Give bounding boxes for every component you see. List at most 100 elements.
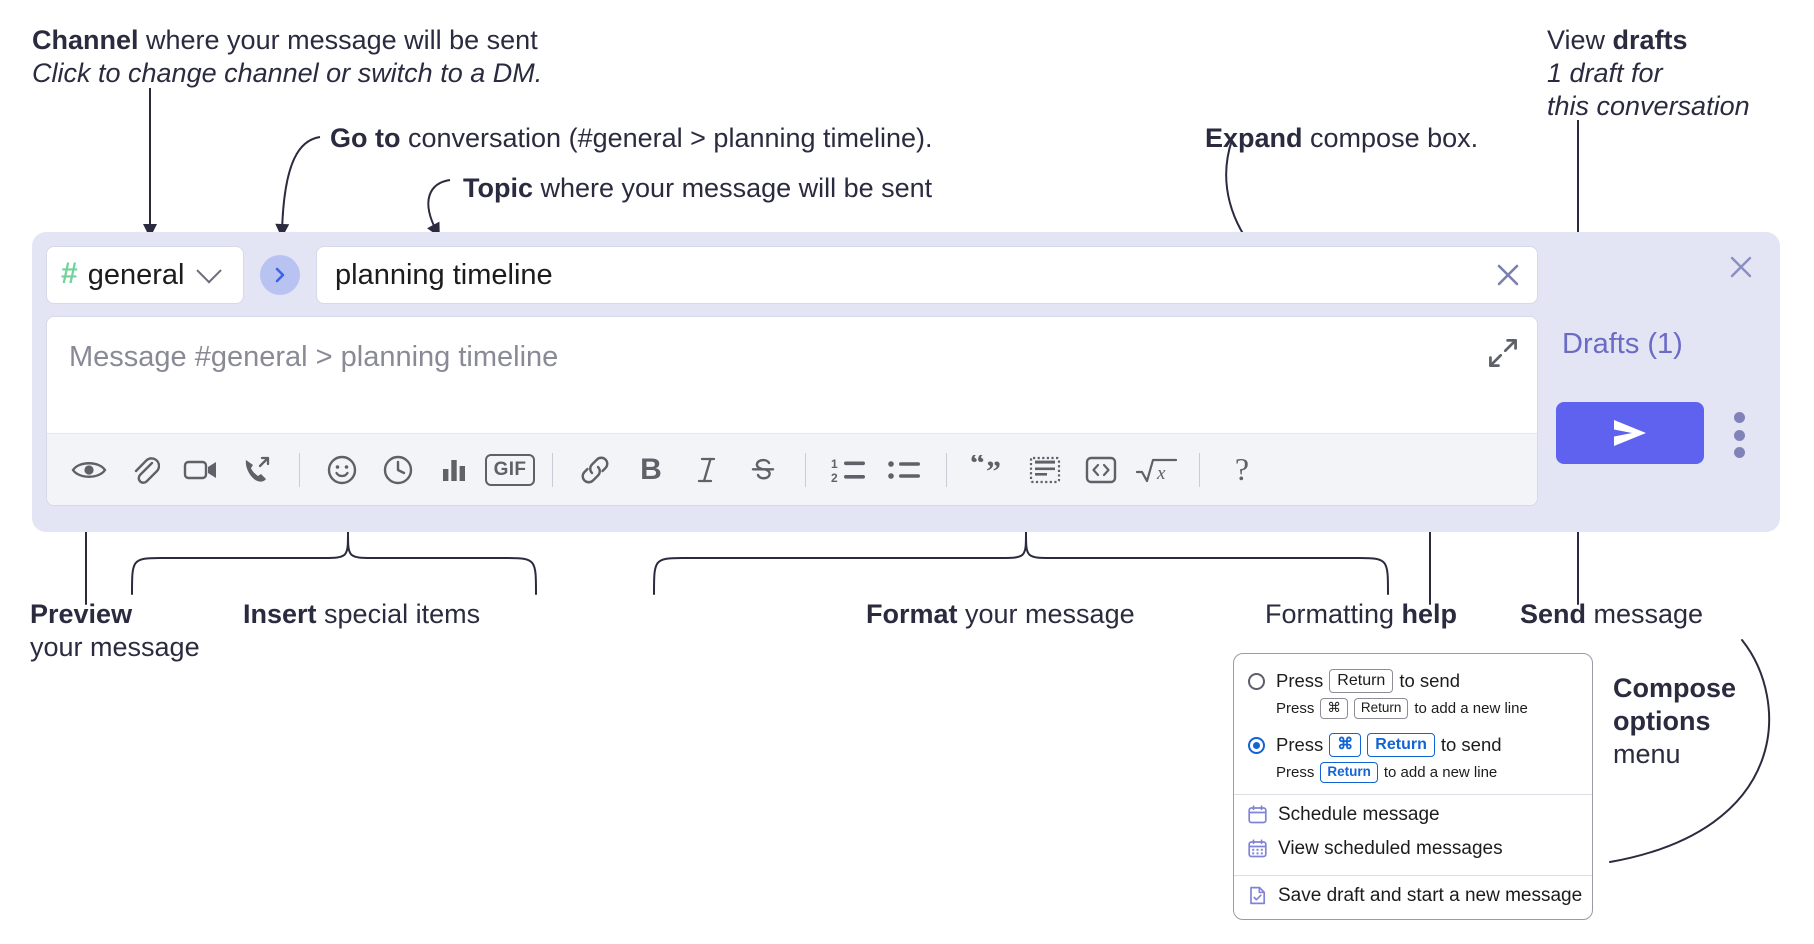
annotation-formatting-help-rest: Formatting [1265, 599, 1402, 629]
formatting-toolbar: GIF B [47, 433, 1537, 505]
key-return: Return [1329, 669, 1394, 693]
menu-item-schedule-message[interactable]: Schedule message [1234, 798, 1592, 832]
annotation-goto-bold: Go to [330, 123, 401, 153]
annotation-preview-bold: Preview [30, 599, 133, 629]
annotation-insert-rest: special items [316, 599, 481, 629]
close-icon[interactable] [1493, 260, 1523, 290]
annotation-expand-rest: compose box. [1302, 123, 1479, 153]
svg-text:2: 2 [831, 471, 838, 485]
menu-divider [1234, 793, 1592, 795]
menu-item-save-draft[interactable]: Save draft and start a new message [1234, 879, 1592, 913]
chevron-down-icon [196, 258, 223, 284]
annotation-drafts-line2: 1 draft for [1547, 57, 1663, 88]
calendar-grid-icon [1248, 839, 1267, 858]
annotation-channel-subtitle: Click to change channel or switch to a D… [32, 57, 543, 88]
annotation-drafts-rest: View [1547, 25, 1613, 55]
annotation-insert-bold: Insert [243, 599, 317, 629]
audio-call-icon[interactable] [229, 442, 285, 498]
blockquote-icon[interactable]: “ ” [961, 442, 1017, 498]
message-input-area[interactable]: Message #general > planning timeline [46, 316, 1538, 506]
message-placeholder: Message #general > planning timeline [69, 341, 559, 373]
opt-text: Press [1276, 699, 1315, 717]
annotation-compose-options-line3: menu [1613, 738, 1681, 769]
annotation-format-rest: your message [957, 599, 1135, 629]
help-icon[interactable]: ? [1214, 442, 1270, 498]
key-return: Return [1367, 732, 1435, 757]
annotation-channel-rest: where your message will be sent [138, 25, 538, 55]
annotation-drafts: View drafts 1 draft for this conversatio… [1547, 24, 1750, 123]
annotation-drafts-line3: this conversation [1547, 90, 1750, 121]
preview-icon[interactable] [61, 442, 117, 498]
topic-input[interactable]: planning timeline [316, 246, 1538, 304]
bold-glyph: B [640, 452, 662, 486]
toolbar-divider [552, 452, 553, 487]
annotation-topic-rest: where your message will be sent [533, 173, 933, 203]
key-return: Return [1320, 761, 1378, 783]
send-option-return[interactable]: Press Return to send Press ⌘ Return to a… [1234, 662, 1592, 721]
annotation-compose-options-line2: options [1613, 705, 1711, 736]
annotation-send-bold: Send [1520, 599, 1587, 629]
topic-value: planning timeline [335, 258, 553, 291]
code-block-icon[interactable] [1017, 442, 1073, 498]
inline-code-icon[interactable] [1073, 442, 1129, 498]
emoji-icon[interactable] [314, 442, 370, 498]
latex-icon[interactable]: x [1129, 442, 1185, 498]
opt-text: to add a new line [1414, 699, 1528, 717]
clock-icon[interactable] [370, 442, 426, 498]
menu-item-view-scheduled-messages[interactable]: View scheduled messages [1234, 832, 1592, 866]
send-icon [1614, 420, 1646, 446]
radio-return-to-send[interactable] [1248, 673, 1265, 690]
svg-text:“: “ [970, 455, 985, 480]
annotation-insert: Insert special items [243, 598, 480, 631]
send-option-sub: Press Return to add a new line [1276, 761, 1502, 783]
attachment-icon[interactable] [117, 442, 173, 498]
poll-icon[interactable] [426, 442, 482, 498]
link-icon[interactable] [567, 442, 623, 498]
compose-box: # general planning timeline M [32, 232, 1780, 532]
bulleted-list-icon[interactable] [876, 442, 932, 498]
bold-icon[interactable]: B [623, 442, 679, 498]
key-command: ⌘ [1329, 732, 1362, 757]
opt-text: to send [1440, 733, 1502, 755]
annotation-send-rest: message [1586, 599, 1704, 629]
send-option-main: Press ⌘ Return to send [1276, 732, 1502, 757]
annotation-goto-rest: conversation (#general > planning timeli… [400, 123, 933, 153]
annotation-expand-bold: Expand [1205, 123, 1303, 153]
svg-text:”: ” [986, 455, 1001, 485]
key-return: Return [1353, 698, 1409, 719]
ordered-list-icon[interactable]: 1 2 [820, 442, 876, 498]
help-glyph: ? [1234, 451, 1250, 487]
kebab-dot [1733, 429, 1745, 441]
drafts-link[interactable]: Drafts (1) [1562, 328, 1683, 360]
svg-text:1: 1 [831, 457, 838, 471]
radio-cmd-return-to-send[interactable] [1248, 736, 1265, 754]
kebab-menu-icon[interactable] [1726, 412, 1752, 458]
annotation-drafts-bold: drafts [1612, 25, 1688, 55]
video-icon[interactable] [173, 442, 229, 498]
menu-item-label: View scheduled messages [1278, 837, 1503, 859]
expand-icon[interactable] [1487, 337, 1519, 369]
send-option-cmd-return[interactable]: Press ⌘ Return to send Press Return to a… [1234, 721, 1592, 785]
compose-right-rail: Drafts (1) [1542, 232, 1780, 532]
channel-selector[interactable]: # general [46, 246, 244, 304]
hash-icon: # [61, 257, 78, 290]
strikethrough-icon[interactable] [735, 442, 791, 498]
annotation-formatting-help: Formatting help [1265, 598, 1457, 631]
close-icon[interactable] [1726, 252, 1756, 282]
menu-item-label: Schedule message [1278, 803, 1440, 825]
send-button[interactable] [1556, 402, 1704, 464]
gif-icon[interactable]: GIF [482, 442, 538, 498]
annotation-format: Format your message [866, 598, 1135, 631]
annotation-send: Send message [1520, 598, 1703, 631]
annotation-channel: Channel where your message will be sent … [32, 24, 542, 90]
send-option-body: Press ⌘ Return to send Press Return to a… [1276, 732, 1502, 783]
send-option-body: Press Return to send Press ⌘ Return to a… [1276, 669, 1528, 719]
send-option-sub: Press ⌘ Return to add a new line [1276, 698, 1528, 719]
goto-conversation-button[interactable] [260, 255, 300, 295]
italic-icon[interactable] [679, 442, 735, 498]
chevron-right-icon [275, 267, 285, 283]
menu-divider [1234, 874, 1592, 876]
annotation-compose-options: Compose options menu [1613, 672, 1736, 771]
channel-name-label: general [87, 258, 185, 291]
compose-options-menu: Press Return to send Press ⌘ Return to a… [1233, 653, 1593, 920]
